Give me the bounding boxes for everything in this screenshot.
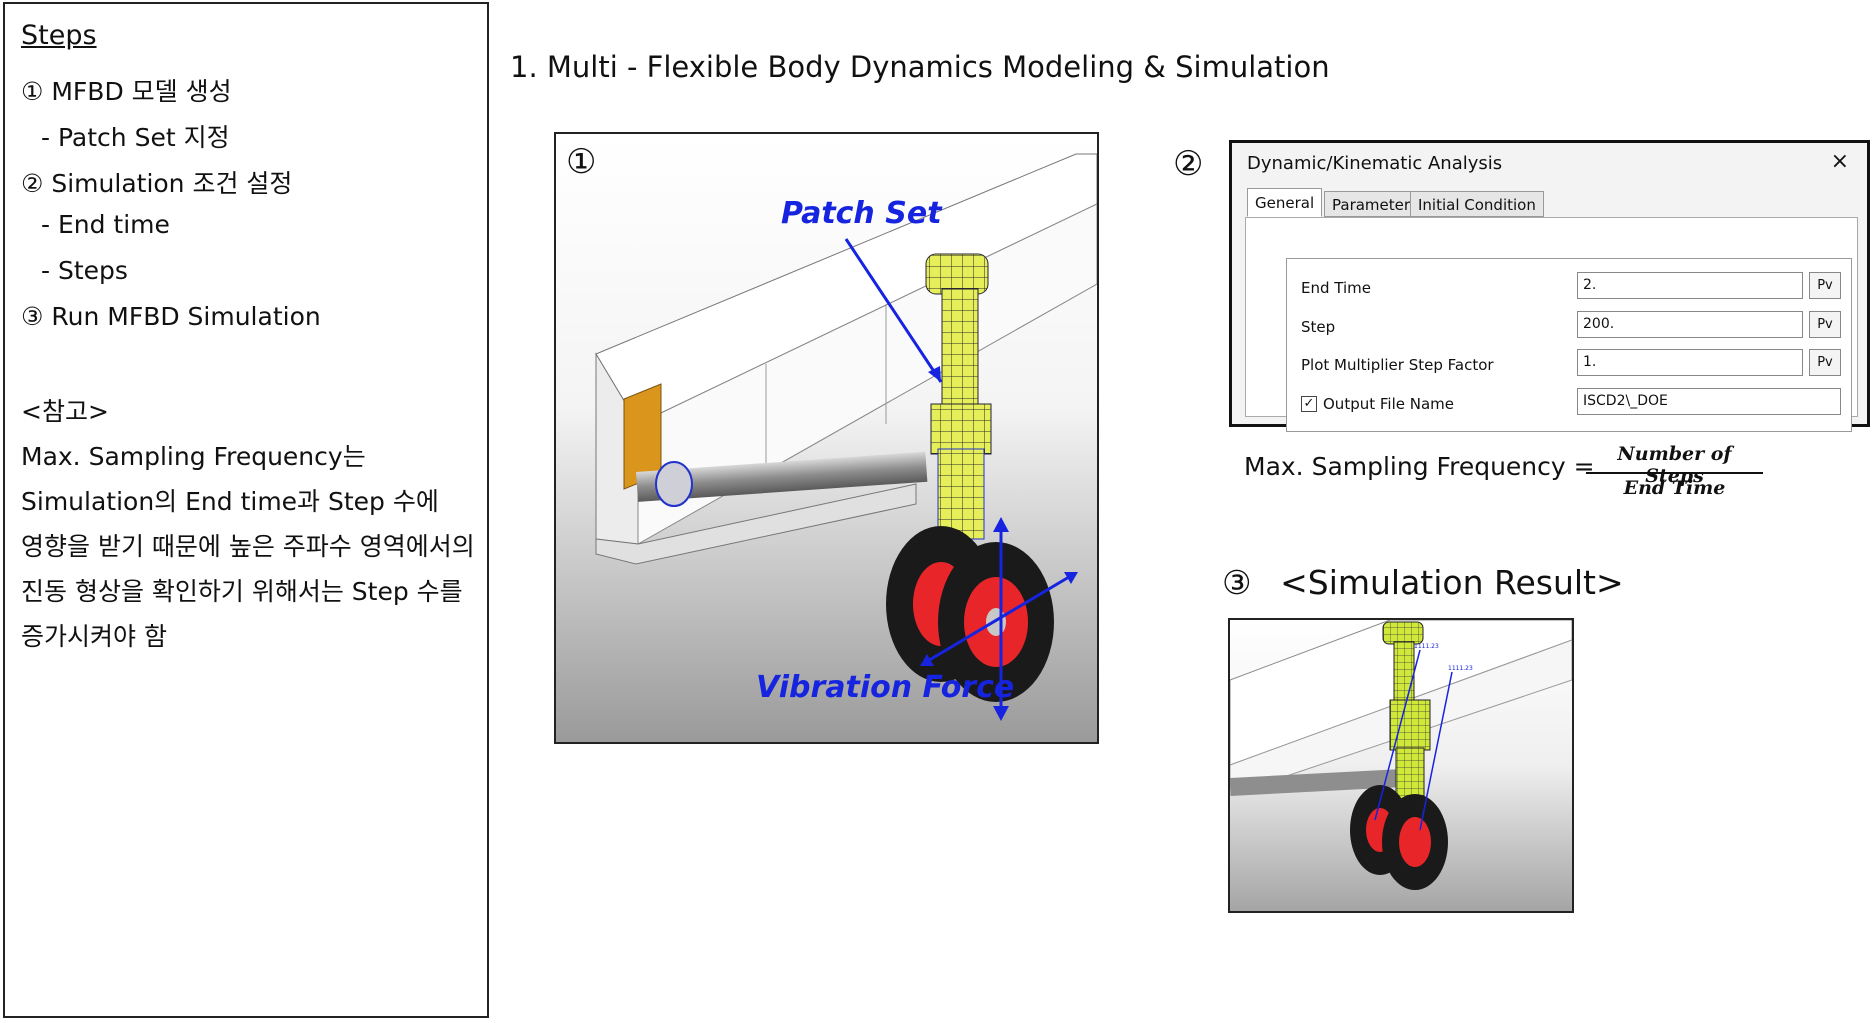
result-tag-2: 1111.23 (1448, 665, 1473, 672)
field-group: End Time 2. Pv Step 200. Pv Plot Multipl… (1286, 258, 1852, 432)
dialog-body: End Time 2. Pv Step 200. Pv Plot Multipl… (1245, 217, 1858, 432)
tab-initial-condition[interactable]: Initial Condition (1410, 191, 1544, 217)
steps-heading: Steps (21, 20, 97, 51)
patch-set-label: Patch Set (781, 196, 942, 231)
landing-gear-model-image (556, 134, 1097, 742)
plot-multiplier-pv-button[interactable]: Pv (1809, 349, 1841, 376)
step-label: Step (1301, 318, 1336, 336)
output-file-input[interactable]: ISCD2\_DOE (1577, 388, 1841, 415)
end-time-pv-button[interactable]: Pv (1809, 272, 1841, 299)
note-line: Simulation의 End time과 Step 수에 (21, 487, 439, 516)
plot-multiplier-label: Plot Multiplier Step Factor (1301, 356, 1494, 374)
steps-panel: Steps ① MFBD 모델 생성 - Patch Set 지정 ② Simu… (3, 2, 489, 1018)
note-line: 영향을 받기 때문에 높은 주파수 영역에서의 (21, 532, 475, 561)
analysis-dialog: Dynamic/Kinematic Analysis × General Par… (1229, 140, 1870, 432)
page-title: 1. Multi - Flexible Body Dynamics Modeli… (510, 50, 1330, 84)
step-item: - Steps (41, 256, 128, 285)
tab-parameter[interactable]: Parameter (1324, 191, 1419, 217)
end-time-input[interactable]: 2. (1577, 272, 1803, 299)
result-heading: ③ <Simulation Result> (1222, 563, 1624, 602)
result-tag-1: 1111.23 (1414, 643, 1439, 650)
output-file-checkbox[interactable]: ✓ (1301, 396, 1317, 412)
note-line: 진동 형상을 확인하기 위해서는 Step 수를 (21, 577, 463, 606)
step-item: ② Simulation 조건 설정 (21, 169, 293, 198)
step-pv-button[interactable]: Pv (1809, 311, 1841, 338)
vibration-force-label: Vibration Force (756, 670, 1015, 705)
step-item: ① MFBD 모델 생성 (21, 77, 232, 106)
step-item: - Patch Set 지정 (41, 123, 230, 152)
formula-numerator: Number of Steps (1617, 443, 1732, 487)
tab-general[interactable]: General (1247, 188, 1323, 217)
figure-number-1: ① (566, 142, 597, 182)
step-item: - End time (41, 210, 170, 239)
close-icon[interactable]: × (1830, 149, 1849, 174)
result-viewport: 1111.23 1111.23 (1228, 618, 1574, 913)
dialog-title: Dynamic/Kinematic Analysis (1247, 153, 1503, 174)
model-viewport: Patch Set Vibration Force ① (554, 132, 1099, 744)
step-item: ③ Run MFBD Simulation (21, 302, 321, 331)
output-file-label: Output File Name (1323, 395, 1454, 413)
plot-multiplier-input[interactable]: 1. (1577, 349, 1803, 376)
step-input[interactable]: 200. (1577, 311, 1803, 338)
note-line: 증가시켜야 함 (21, 622, 167, 651)
note-line: Max. Sampling Frequency는 (21, 442, 366, 471)
note-title: <참고> (21, 397, 109, 426)
figure-number-3: ③ (1222, 563, 1252, 602)
formula-denominator: End Time (1623, 477, 1726, 499)
end-time-label: End Time (1301, 279, 1371, 297)
result-title: <Simulation Result> (1280, 563, 1624, 602)
formula-lhs: Max. Sampling Frequency = (1244, 452, 1595, 481)
simulation-result-image: 1111.23 1111.23 (1230, 620, 1572, 911)
fraction-bar (1586, 472, 1763, 474)
figure-number-2: ② (1173, 144, 1204, 184)
